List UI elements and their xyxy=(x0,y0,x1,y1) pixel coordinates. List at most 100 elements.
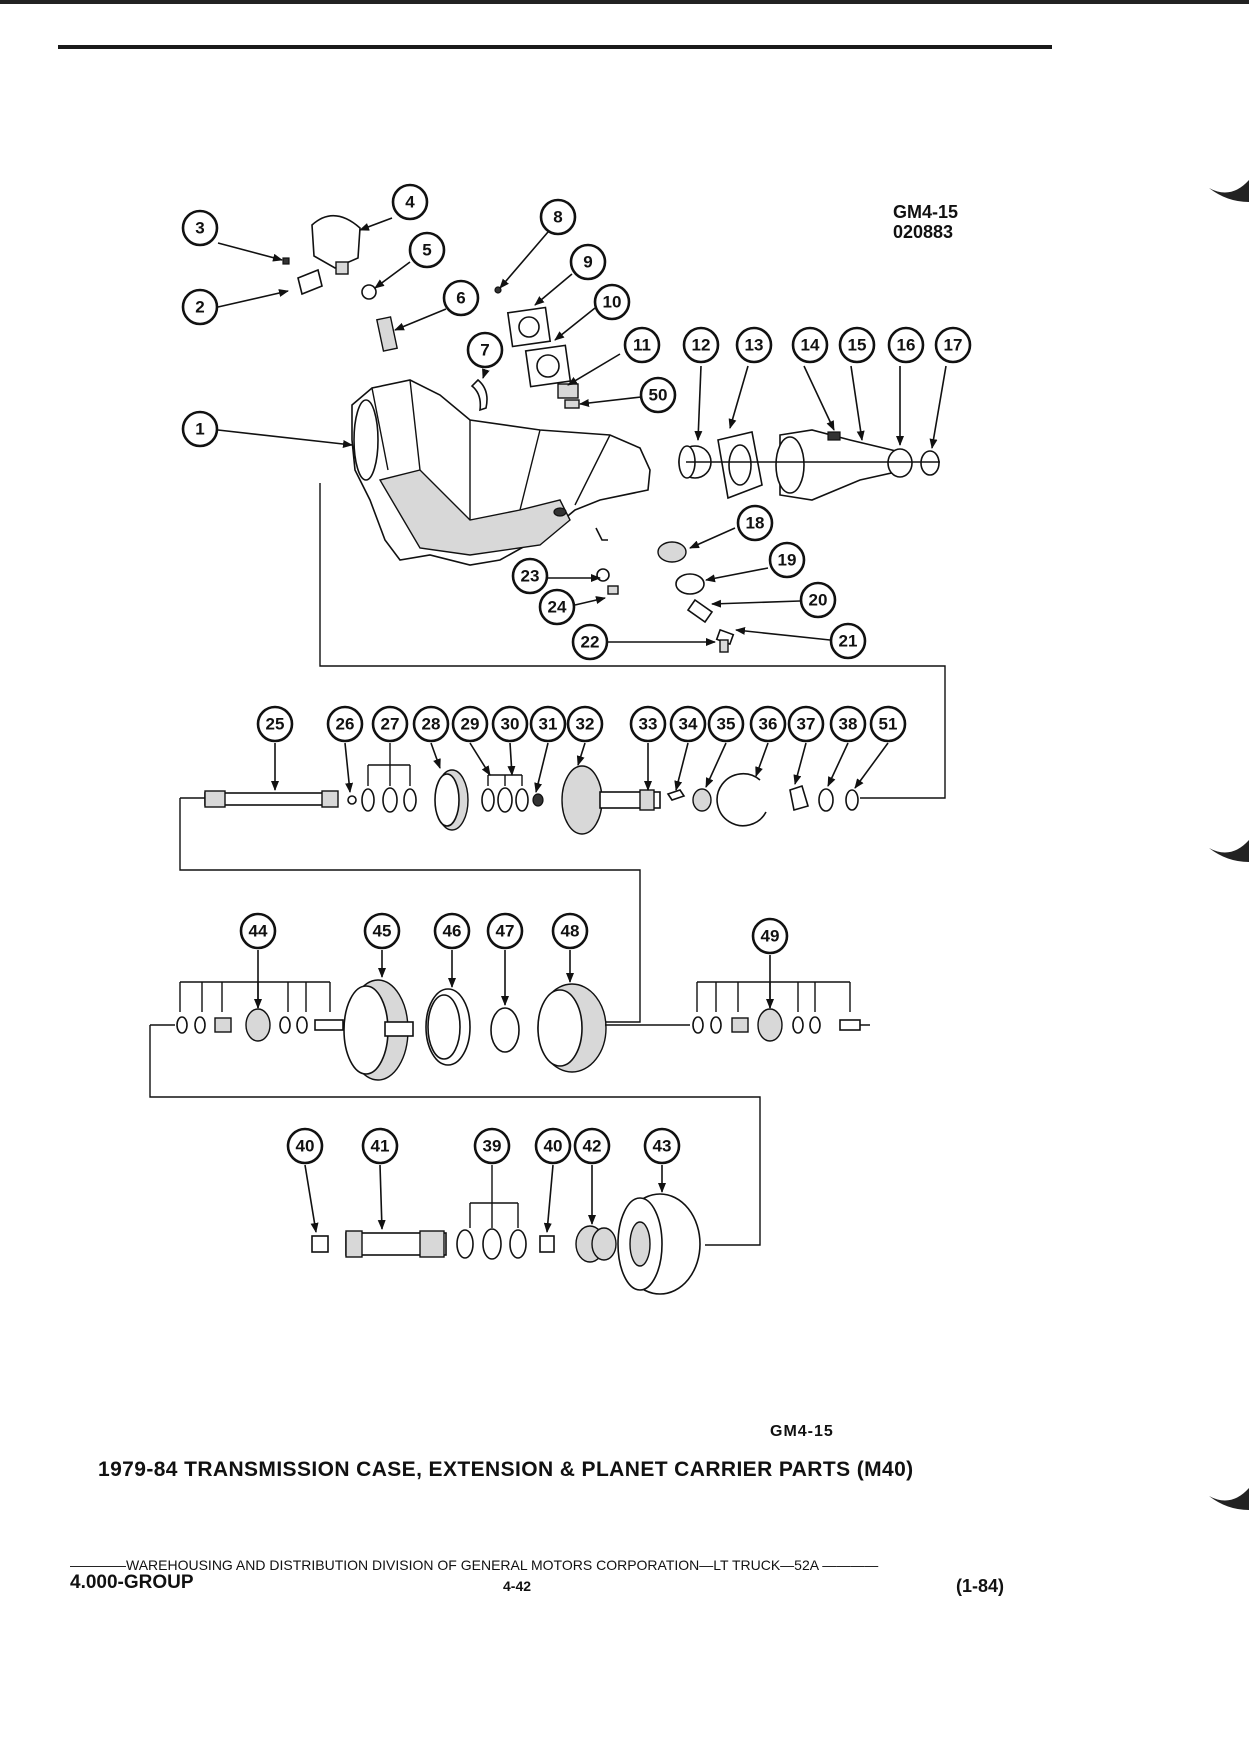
svg-text:33: 33 xyxy=(639,715,658,734)
svg-text:41: 41 xyxy=(371,1137,390,1156)
reference-code-line-1: GM4-15 xyxy=(893,202,959,222)
callout-41: 41 xyxy=(361,1127,399,1165)
callout-46: 46 xyxy=(433,912,471,950)
sun-gear-row xyxy=(311,1193,701,1295)
svg-text:15: 15 xyxy=(848,336,867,355)
svg-text:3: 3 xyxy=(195,219,204,238)
leader-lines xyxy=(217,217,947,1233)
callout-5: 5 xyxy=(408,231,446,269)
svg-text:39: 39 xyxy=(483,1137,502,1156)
svg-text:10: 10 xyxy=(603,293,622,312)
svg-text:28: 28 xyxy=(422,715,441,734)
svg-text:34: 34 xyxy=(679,715,698,734)
svg-text:19: 19 xyxy=(778,551,797,570)
svg-text:48: 48 xyxy=(561,922,580,941)
callout-29: 29 xyxy=(451,705,489,743)
svg-text:27: 27 xyxy=(381,715,400,734)
svg-text:21: 21 xyxy=(839,632,858,651)
callout-8: 8 xyxy=(539,198,577,236)
svg-text:20: 20 xyxy=(809,591,828,610)
svg-text:13: 13 xyxy=(745,336,764,355)
callout-33: 33 xyxy=(629,705,667,743)
figure-code: GM4-15 xyxy=(770,1423,834,1440)
shift-valve-parts xyxy=(361,284,399,352)
svg-text:40: 40 xyxy=(544,1137,563,1156)
svg-text:38: 38 xyxy=(839,715,858,734)
svg-text:30: 30 xyxy=(501,715,520,734)
callout-43: 43 xyxy=(643,1127,681,1165)
speedo-parts xyxy=(470,286,580,412)
footer-division-line: ————WAREHOUSING AND DISTRIBUTION DIVISIO… xyxy=(70,1557,879,1573)
svg-text:14: 14 xyxy=(801,336,820,355)
callout-31: 31 xyxy=(529,705,567,743)
governor-cover xyxy=(282,214,361,296)
callout-10: 10 xyxy=(593,283,631,321)
page-curl-mark xyxy=(1209,840,1249,862)
diagram-reference-code: GM4-15 020883 xyxy=(893,202,958,242)
page-curl-mark xyxy=(1209,180,1249,202)
header-rule xyxy=(58,45,1052,49)
svg-text:22: 22 xyxy=(581,633,600,652)
svg-text:49: 49 xyxy=(761,927,780,946)
callout-44: 44 xyxy=(239,912,277,950)
callout-49: 49 xyxy=(751,917,789,955)
svg-text:9: 9 xyxy=(583,253,592,272)
callout-34: 34 xyxy=(669,705,707,743)
callout-20: 20 xyxy=(799,581,837,619)
transmission-case xyxy=(351,379,651,566)
svg-text:36: 36 xyxy=(759,715,778,734)
svg-text:1: 1 xyxy=(195,420,204,439)
callout-9: 9 xyxy=(569,243,607,281)
callout-13: 13 xyxy=(735,326,773,364)
svg-text:42: 42 xyxy=(583,1137,602,1156)
callout-51: 51 xyxy=(869,705,907,743)
callout-40a: 40 xyxy=(286,1127,324,1165)
footer-group: 4.000-GROUP xyxy=(70,1572,194,1593)
svg-text:5: 5 xyxy=(422,241,431,260)
figure-caption: 1979-84 TRANSMISSION CASE, EXTENSION & P… xyxy=(98,1458,914,1481)
svg-text:37: 37 xyxy=(797,715,816,734)
svg-text:51: 51 xyxy=(879,715,898,734)
callout-50: 50 xyxy=(639,376,677,414)
svg-text:18: 18 xyxy=(746,514,765,533)
callout-37: 37 xyxy=(787,705,825,743)
svg-text:17: 17 xyxy=(944,336,963,355)
svg-text:45: 45 xyxy=(373,922,392,941)
callout-26: 26 xyxy=(326,705,364,743)
svg-text:40: 40 xyxy=(296,1137,315,1156)
svg-text:32: 32 xyxy=(576,715,595,734)
callout-35: 35 xyxy=(707,705,745,743)
top-scan-edge xyxy=(0,0,1249,4)
callout-16: 16 xyxy=(887,326,925,364)
callout-25: 25 xyxy=(256,705,294,743)
svg-text:47: 47 xyxy=(496,922,515,941)
svg-text:8: 8 xyxy=(553,208,562,227)
svg-text:31: 31 xyxy=(539,715,558,734)
callout-21: 21 xyxy=(829,622,867,660)
callout-1: 1 xyxy=(181,410,219,448)
callout-32: 32 xyxy=(566,705,604,743)
svg-text:26: 26 xyxy=(336,715,355,734)
callout-3: 3 xyxy=(181,209,219,247)
svg-text:25: 25 xyxy=(266,715,285,734)
callout-27: 27 xyxy=(371,705,409,743)
callout-28: 28 xyxy=(412,705,450,743)
callout-2: 2 xyxy=(181,288,219,326)
svg-text:7: 7 xyxy=(480,341,489,360)
callout-14: 14 xyxy=(791,326,829,364)
callout-17: 17 xyxy=(934,326,972,364)
svg-text:2: 2 xyxy=(195,298,204,317)
svg-text:35: 35 xyxy=(717,715,736,734)
callout-45: 45 xyxy=(363,912,401,950)
svg-text:46: 46 xyxy=(443,922,462,941)
callout-40b: 40 xyxy=(534,1127,572,1165)
callout-6: 6 xyxy=(442,279,480,317)
mainshaft-row xyxy=(204,765,859,835)
callout-48: 48 xyxy=(551,912,589,950)
callout-22: 22 xyxy=(571,623,609,661)
callout-30: 30 xyxy=(491,705,529,743)
svg-text:29: 29 xyxy=(461,715,480,734)
svg-text:16: 16 xyxy=(897,336,916,355)
svg-text:6: 6 xyxy=(456,289,465,308)
